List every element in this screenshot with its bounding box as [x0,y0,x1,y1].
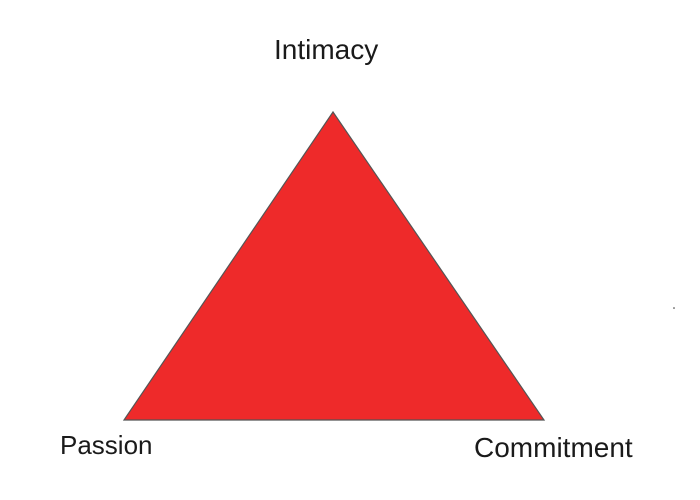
vertex-label-left: Passion [60,430,153,460]
love-triangle-shape [122,110,546,421]
vertex-label-right: Commitment [474,432,633,463]
vertex-label-top: Intimacy [274,34,379,65]
stray-dot [673,307,675,309]
